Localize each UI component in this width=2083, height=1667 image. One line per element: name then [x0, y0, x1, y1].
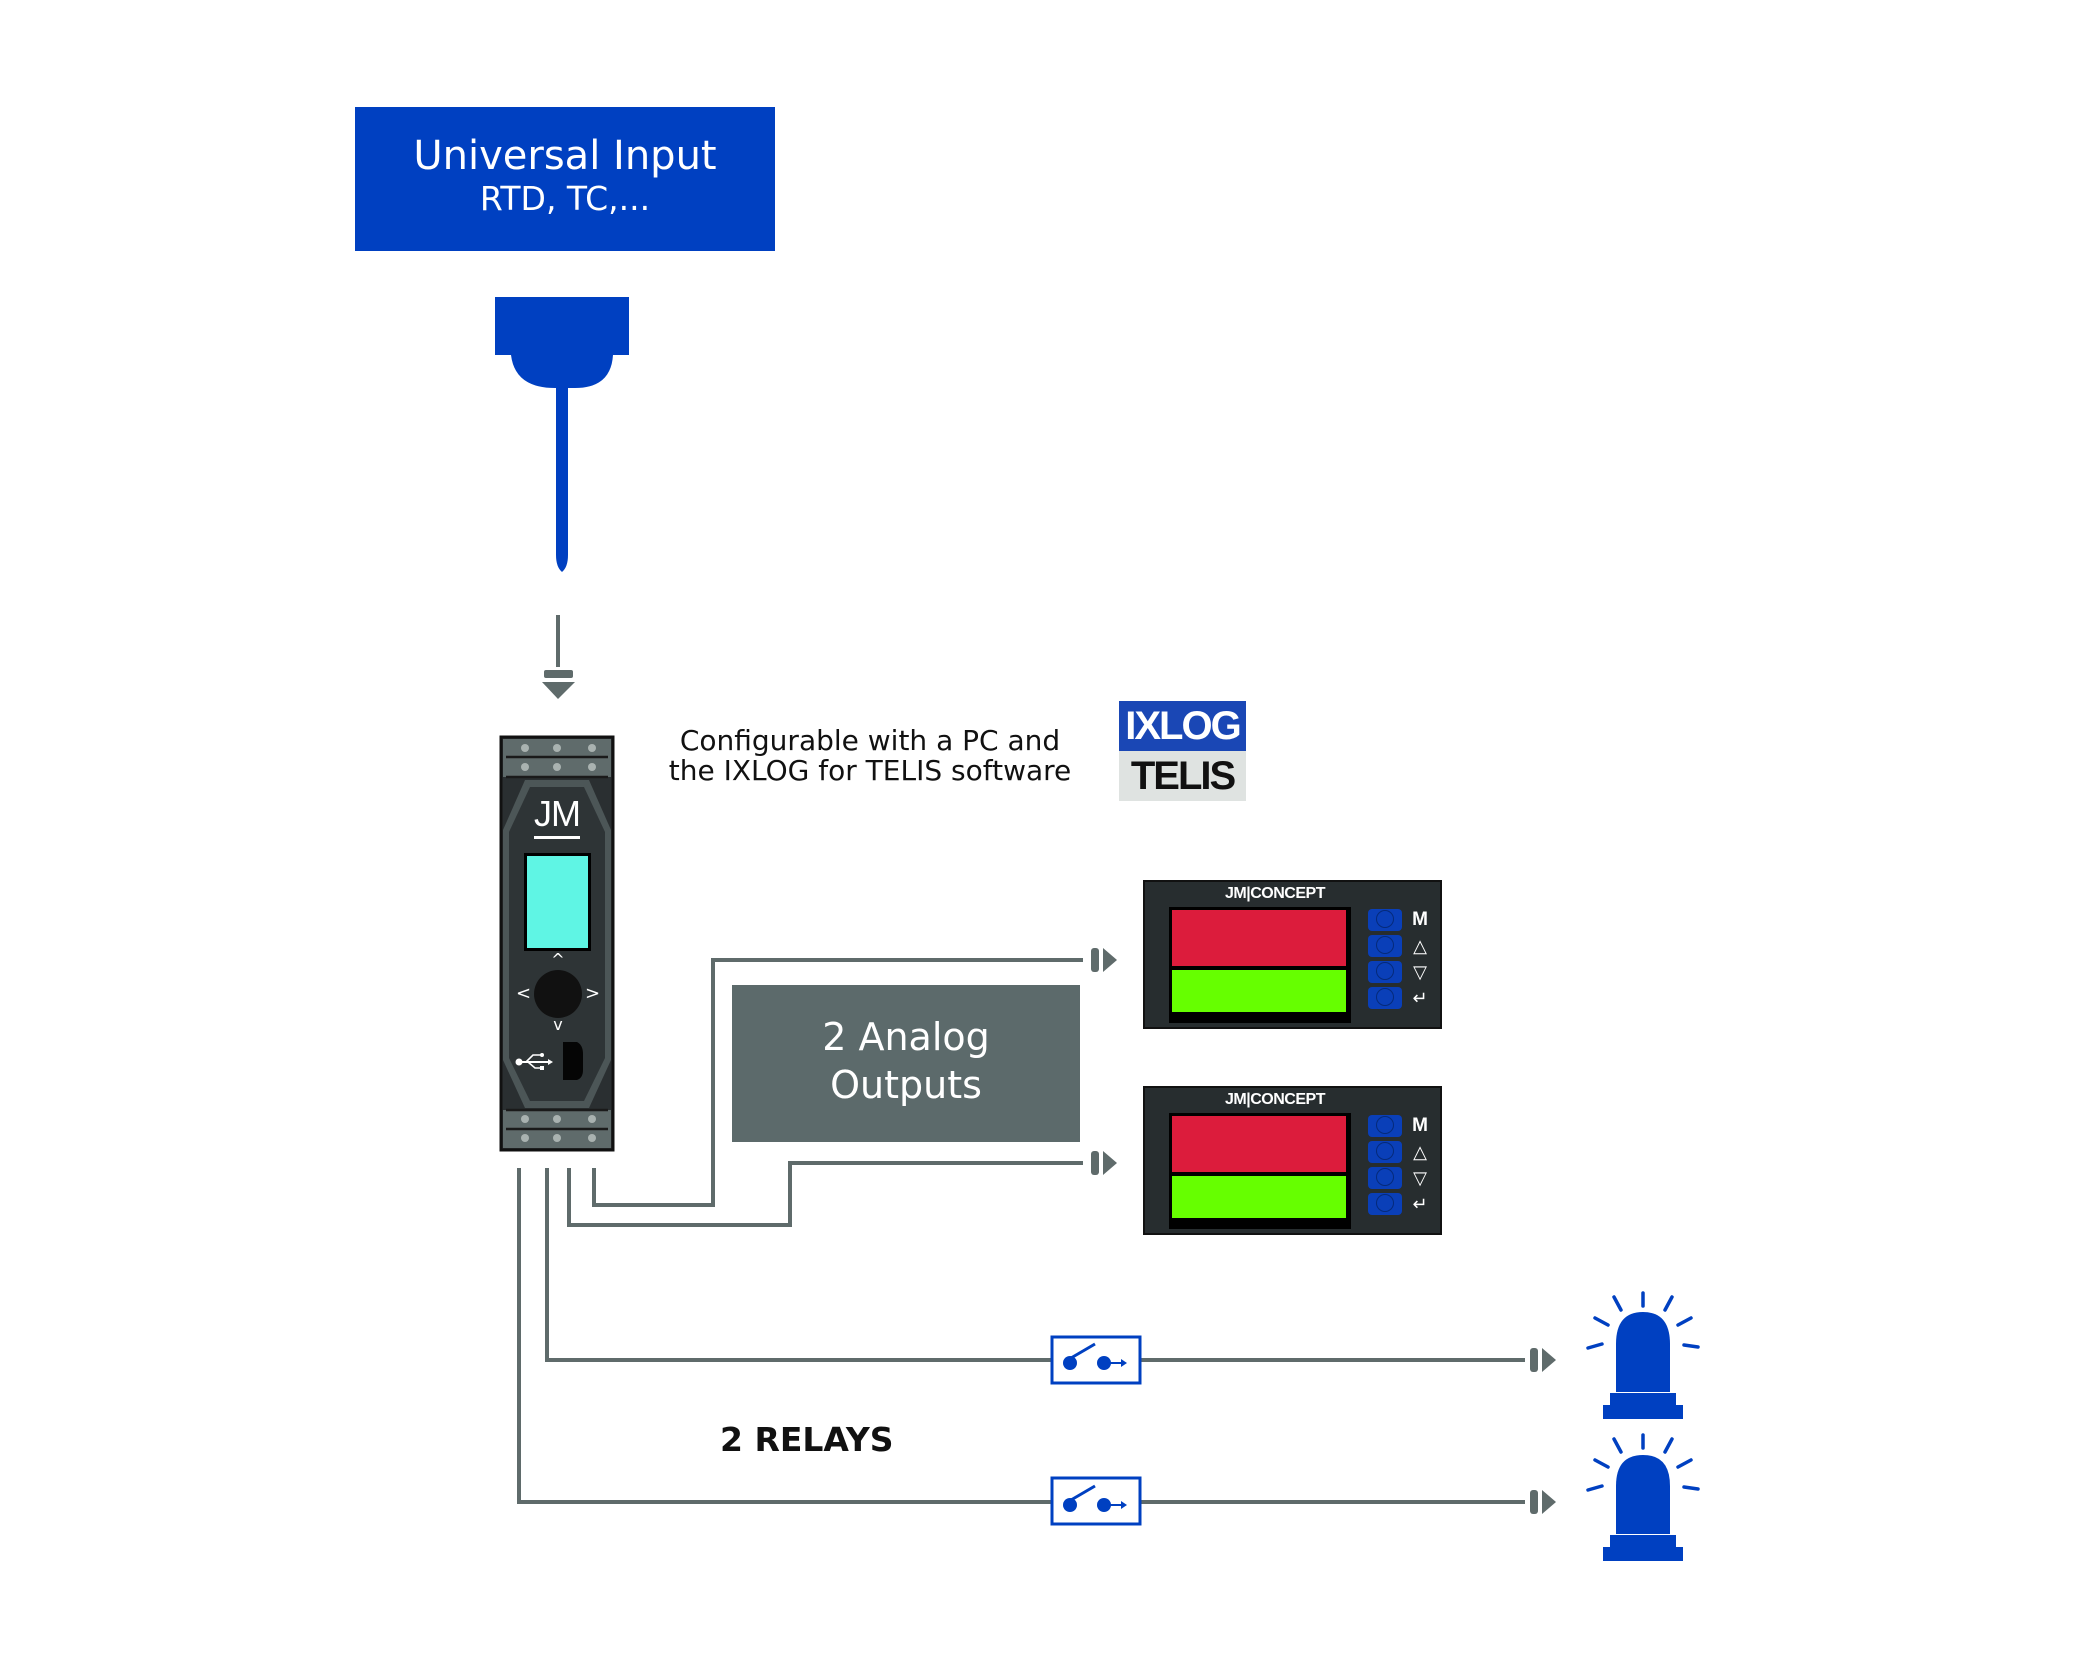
enter-icon: ↵	[1412, 1194, 1428, 1214]
usb-icon	[515, 1053, 553, 1070]
temperature-sensor-icon	[495, 297, 629, 572]
mode-label: M	[1412, 1115, 1428, 1136]
din-rail-module	[499, 735, 615, 1152]
relay-arrow-icon-1	[1530, 1348, 1556, 1372]
analog-outputs-line-1: 2 Analog	[822, 1015, 990, 1059]
module-brand-logo: JM	[534, 793, 581, 834]
nav-up-button[interactable]: ^	[551, 950, 565, 969]
input-arrow-icon	[542, 615, 575, 699]
display-brand: JM|CONCEPT	[1225, 885, 1325, 902]
configuration-line-1: Configurable with a PC and	[679, 724, 1061, 757]
analog-wires	[567, 958, 1083, 1227]
display-button-mode[interactable]	[1368, 909, 1402, 931]
telis-label: TELIS	[1119, 751, 1246, 801]
display-button-enter[interactable]	[1368, 987, 1402, 1009]
display-screen	[1169, 907, 1351, 1023]
analog-outputs-block: 2 Analog Outputs	[732, 985, 1080, 1142]
universal-input-block: Universal Input RTD, TC,...	[355, 107, 775, 251]
relay-arrow-icon-2	[1530, 1490, 1556, 1514]
up-triangle-icon: △	[1413, 1142, 1427, 1162]
nav-right-button[interactable]: >	[585, 983, 601, 1004]
nav-down-button[interactable]: v	[553, 1015, 563, 1034]
display-button-down[interactable]	[1368, 961, 1402, 983]
display-button-mode[interactable]	[1368, 1115, 1402, 1137]
module-screen	[527, 856, 588, 948]
display-button-enter[interactable]	[1368, 1193, 1402, 1215]
ixlog-label: IXLOG	[1119, 701, 1246, 751]
relay-switch-icon-1	[1050, 1335, 1142, 1385]
down-triangle-icon: ▽	[1413, 1168, 1427, 1188]
relay-switch-icon-2	[1050, 1476, 1142, 1526]
display-screen	[1169, 1113, 1351, 1229]
down-triangle-icon: ▽	[1413, 962, 1427, 982]
analog-outputs-line-2: Outputs	[830, 1063, 982, 1107]
up-triangle-icon: △	[1413, 936, 1427, 956]
input-title: Universal Input	[413, 133, 717, 179]
display-lower-segment	[1172, 1176, 1346, 1218]
display-button-down[interactable]	[1368, 1167, 1402, 1189]
configuration-line-2: the IXLOG for TELIS software	[668, 754, 1072, 787]
display-upper-segment	[1172, 910, 1346, 966]
relay-wires	[517, 1168, 1525, 1504]
nav-left-button[interactable]: <	[516, 983, 532, 1004]
input-subtitle: RTD, TC,...	[479, 179, 651, 218]
display-button-up[interactable]	[1368, 1141, 1402, 1163]
configuration-note: Configurable with a PC and the IXLOG for…	[640, 726, 1100, 786]
enter-icon: ↵	[1412, 988, 1428, 1008]
panel-display-2: JM|CONCEPT M △ ▽ ↵	[1143, 1086, 1442, 1235]
output-arrow-icon-1	[1091, 948, 1117, 972]
display-lower-segment	[1172, 970, 1346, 1012]
output-arrow-icon-2	[1091, 1151, 1117, 1175]
alarm-beacon-icon-1	[1586, 1291, 1700, 1419]
panel-display-1: JM|CONCEPT M △ ▽ ↵	[1143, 880, 1442, 1029]
display-button-up[interactable]	[1368, 935, 1402, 957]
display-brand: JM|CONCEPT	[1225, 1091, 1325, 1108]
module-brand-underline	[534, 836, 580, 839]
mode-label: M	[1412, 909, 1428, 930]
display-upper-segment	[1172, 1116, 1346, 1172]
alarm-beacon-icon-2	[1586, 1433, 1700, 1561]
relays-label: 2 RELAYS	[720, 1420, 894, 1459]
ixlog-telis-logo: IXLOG TELIS	[1119, 701, 1246, 801]
